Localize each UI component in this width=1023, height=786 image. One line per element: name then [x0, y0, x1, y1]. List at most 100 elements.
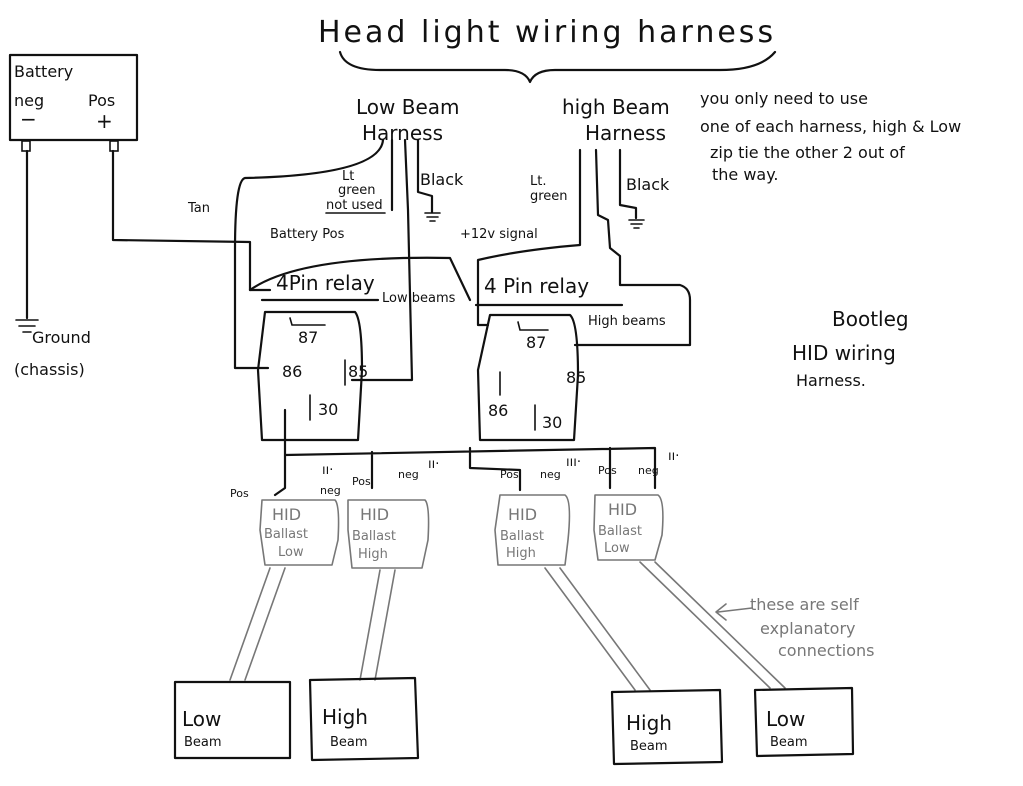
ballast-3: HID Ballast High Pos neg ııı· [494, 455, 581, 566]
relay-1-pin30: 30 [318, 400, 338, 419]
low-harness-black-label: Black [420, 170, 464, 189]
high-harness-green-label-2: green [530, 189, 568, 204]
relay-1-pin87: 87 [298, 328, 318, 347]
relay-2-pin87-mark [517, 321, 549, 331]
ballast-2: HID Ballast High Pos neg ıı· [347, 457, 439, 569]
relay-1-body [256, 310, 364, 442]
battery-neg-label: neg [14, 91, 44, 110]
lamp-2: High Beam [308, 676, 420, 762]
callout-arrow-icon [715, 603, 753, 621]
lamp-4: Low Beam [753, 686, 855, 758]
lamp-2-line1: High [322, 705, 368, 729]
low-harness-main-wire [350, 138, 414, 382]
low-harness-tan-label: Tan [187, 201, 210, 216]
battery-box [8, 53, 139, 142]
cable-2 [359, 569, 396, 681]
ballast-4-neg: neg [638, 464, 659, 477]
low-harness-title-1: Low Beam [356, 95, 460, 119]
callout-line-1: these are self [750, 595, 859, 614]
caption-line-1: Bootleg [832, 307, 909, 331]
battery-pos-label: Pos [88, 91, 115, 110]
relay-2-pin-marks [499, 371, 536, 431]
lamp-1: Low Beam [173, 680, 292, 760]
low-harness-green-label-1: Lt [342, 169, 354, 184]
high-harness-green-label-1: Lt. [530, 174, 546, 189]
callout-line-3: connections [778, 641, 875, 660]
relay-2: 4 Pin relay 87 86 85 30 [474, 274, 624, 442]
relay-2-pin87: 87 [526, 333, 546, 352]
ballast-3-line1: HID [508, 505, 537, 524]
title-brace [338, 50, 777, 84]
lamp-3-box [610, 688, 724, 766]
high-harness-title-2: Harness [585, 121, 666, 145]
caption-line-2: HID wiring [792, 341, 896, 365]
ballast-2-neg: neg [398, 468, 419, 481]
relay-1-pin85: 85 [348, 362, 368, 381]
ballast-1-pos: Pos [230, 487, 249, 500]
relay-link-wire [248, 256, 472, 302]
ballast-2-marks: ıı· [428, 457, 439, 472]
lamp-3-line1: High [626, 711, 672, 735]
ballast-3-body [494, 494, 571, 566]
lamp-3-line2: Beam [630, 739, 668, 754]
ballast-2-body [347, 499, 430, 569]
battery-label: Battery [14, 62, 73, 81]
ballast-4-pos: Pos [598, 464, 617, 477]
note-line-2: one of each harness, high & Low [700, 117, 961, 136]
battery-pos-sign: + [96, 109, 113, 133]
ballast-3-neg: neg [540, 468, 561, 481]
ballast-4-marks: ıı· [668, 449, 679, 464]
high-harness-black-label: Black [626, 175, 670, 194]
relay-2-pin85: 85 [566, 368, 586, 387]
relay-2-pin86: 86 [488, 401, 508, 420]
battery-neg-terminal [21, 140, 31, 152]
caption-line-3: Harness. [796, 371, 866, 390]
ballast-3-marks: ııı· [566, 455, 581, 470]
relay-2-title: 4 Pin relay [484, 274, 589, 298]
note-line-1: you only need to use [700, 89, 868, 108]
relay-1-pin87-mark [289, 317, 326, 326]
note-line-4: the way. [712, 165, 779, 184]
diagram-title: Head light wiring harness [318, 15, 776, 50]
ballast-3-pos: Pos [500, 468, 519, 481]
ballast-2-line2: Ballast [352, 529, 396, 544]
ballast-2-line1: HID [360, 505, 389, 524]
note-line-3: zip tie the other 2 out of [710, 143, 905, 162]
ballast-3-line3: High [506, 546, 536, 561]
low-harness-ground-icon [424, 212, 441, 222]
ballast-4-line3: Low [604, 541, 630, 556]
lamp-1-box [173, 680, 292, 760]
lamp-2-box [308, 676, 420, 762]
ballast-3-line2: Ballast [500, 529, 544, 544]
low-harness-tan-wire [233, 138, 385, 370]
cable-1 [229, 567, 286, 681]
low-harness-title-2: Harness [362, 121, 443, 145]
ballast-1-line1: HID [272, 505, 301, 524]
low-beams-label: Low beams [382, 291, 456, 306]
cable-3 [544, 567, 651, 691]
ballast-power-bus [273, 408, 657, 497]
high-harness-signal-wire [476, 148, 582, 327]
low-harness-green-label-3: not used [326, 198, 383, 213]
high-harness-black-wire [618, 148, 638, 220]
relay-1-title: 4Pin relay [276, 271, 375, 295]
ballast-1-line2: Ballast [264, 527, 308, 542]
relay-2-pin30: 30 [542, 413, 562, 432]
relay-1-pin86: 86 [282, 362, 302, 381]
relay-1: 4Pin relay 87 86 85 30 [256, 271, 380, 442]
ballast-1: HID Ballast Low Pos neg ıı· [230, 463, 341, 566]
low-harness-black-wire [416, 138, 434, 214]
ballast-2-line3: High [358, 547, 388, 562]
ballast-4-line1: HID [608, 500, 637, 519]
high-harness-title-1: high Beam [562, 95, 670, 119]
battery-pos-label-wire: Battery Pos [270, 227, 345, 242]
ground-label: Ground [32, 328, 91, 347]
battery-pos-wire [111, 149, 272, 292]
plus12v-signal-label: +12v signal [460, 227, 538, 242]
callout-line-2: explanatory [760, 619, 856, 638]
ballast-4: HID Ballast Low Pos neg ıı· [593, 449, 679, 561]
ballast-2-pos: Pos [352, 475, 371, 488]
ballast-1-marks: ıı· [322, 463, 333, 478]
